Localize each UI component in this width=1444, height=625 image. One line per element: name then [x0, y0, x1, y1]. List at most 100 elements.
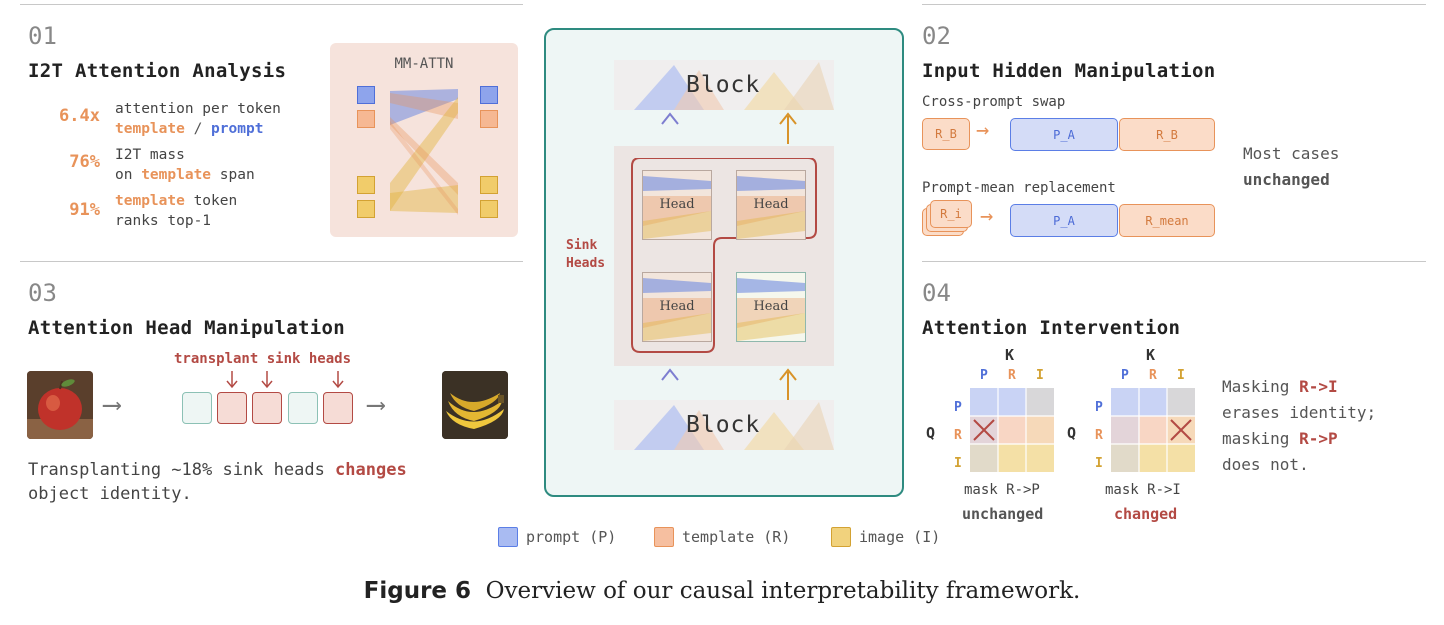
- bottom-block: Block: [614, 400, 834, 450]
- head-3-graphic: [643, 278, 711, 341]
- mid-rule-left: [20, 261, 523, 262]
- note-r-i: R->I: [1299, 377, 1338, 396]
- seq-head-sink-3: [323, 392, 353, 424]
- head-4-graphic: [737, 278, 805, 341]
- row1-source-rb: R_B: [922, 118, 970, 150]
- stat-desc-3: template token ranks top-1: [115, 191, 237, 231]
- stat-desc-1-line2: template / prompt: [115, 119, 281, 139]
- q-label-right: Q: [1067, 424, 1077, 442]
- attention-head-3: Head: [642, 272, 712, 342]
- banana-image: [442, 371, 508, 439]
- row2-label: Prompt-mean replacement: [922, 180, 1116, 196]
- figure-number: Figure 6: [363, 578, 472, 604]
- slash: /: [184, 121, 212, 137]
- q-label-left: Q: [926, 424, 936, 442]
- row-i-right: I: [1095, 456, 1103, 471]
- panel04-number: 04: [922, 279, 951, 307]
- desc-a: Transplanting ~18% sink heads: [28, 460, 336, 480]
- seq-head-sink-2: [252, 392, 282, 424]
- head-2-label: Head: [753, 197, 789, 212]
- apple-graphic: [27, 371, 93, 439]
- panel03-desc-1: Transplanting ~18% sink heads changes: [28, 460, 407, 480]
- panel03-title: Attention Head Manipulation: [28, 317, 345, 339]
- mid-rule-right: [922, 261, 1426, 262]
- note-masking-2: masking: [1222, 429, 1300, 448]
- banana-graphic: [442, 371, 508, 439]
- right-caption-2: changed: [1114, 505, 1178, 523]
- k-label-right: K: [1146, 346, 1156, 364]
- row1-rb-box: R_B: [1119, 118, 1215, 151]
- col-p-left: P: [980, 368, 988, 383]
- row-r-right: R: [1095, 428, 1103, 443]
- panel03-number: 03: [28, 279, 57, 307]
- stat-desc-1-line1: attention per token: [115, 101, 281, 117]
- on-word: on: [115, 167, 142, 183]
- row-p-right: P: [1095, 400, 1103, 415]
- template-word: template: [115, 193, 185, 209]
- col-i-right: I: [1177, 368, 1185, 383]
- attention-matrix-right: [1111, 388, 1195, 472]
- head-1-label: Head: [659, 197, 695, 212]
- top-rule-right: [922, 4, 1426, 5]
- top-block-label: Block: [686, 72, 761, 98]
- span-word: span: [211, 167, 255, 183]
- sink-label-2: Heads: [566, 256, 606, 271]
- apple-image: [27, 371, 93, 439]
- mm-attn-label: MM-ATTN: [394, 56, 454, 72]
- head-3-label: Head: [659, 299, 695, 314]
- sink-heads-outline: [631, 158, 817, 353]
- stat-desc-1: attention per token template / prompt: [115, 99, 281, 139]
- legend-template-swatch: [654, 527, 674, 547]
- head-2-graphic: [737, 176, 805, 239]
- sink-label-1: Sink: [566, 238, 598, 253]
- template-token-left: [357, 110, 375, 128]
- top-block: Block: [614, 60, 834, 110]
- note-line-1: Masking R->I: [1222, 374, 1376, 400]
- note-line-2: erases identity;: [1222, 403, 1377, 422]
- legend-image-label: image (I): [859, 528, 941, 546]
- result-line-1: Most cases: [1243, 144, 1340, 163]
- row2-source-ri: R_i: [930, 200, 972, 228]
- stat-value-3: 91%: [69, 200, 100, 220]
- arrow-seq-to-banana: ⟶: [368, 390, 384, 420]
- note-r-p: R->P: [1299, 429, 1338, 448]
- legend-prompt-swatch: [498, 527, 518, 547]
- panel01-number: 01: [28, 22, 57, 50]
- row-r-left: R: [954, 428, 962, 443]
- figure-caption-text: Overview of our causal interpretability …: [485, 578, 1081, 604]
- panel01-title: I2T Attention Analysis: [28, 60, 287, 82]
- mm-attn-diagram: MM-ATTN: [330, 43, 518, 237]
- attention-head-4: Head: [736, 272, 806, 342]
- head-4-label: Head: [753, 299, 789, 314]
- result-line-2: unchanged: [1243, 170, 1330, 189]
- token-word: token: [184, 193, 238, 209]
- row1-label: Cross-prompt swap: [922, 94, 1066, 110]
- legend-template-label: template (R): [682, 528, 791, 546]
- row-p-left: P: [954, 400, 962, 415]
- stat-desc-2-line1: I2T mass: [115, 147, 185, 163]
- template-word: template: [115, 121, 185, 137]
- transplant-label: transplant sink heads: [174, 351, 352, 367]
- row-i-left: I: [954, 456, 962, 471]
- seq-head-normal-1: [182, 392, 212, 424]
- attention-head-2: Head: [736, 170, 806, 240]
- k-label-left: K: [1005, 346, 1015, 364]
- arrow-apple-to-seq: ⟶: [104, 390, 120, 420]
- panel04-note: Masking R->I erases identity; masking R-…: [1222, 374, 1376, 478]
- col-p-right: P: [1121, 368, 1129, 383]
- row1-pa-box: P_A: [1010, 118, 1118, 151]
- bottom-block-label: Block: [686, 412, 761, 438]
- image-token-right-2: [480, 200, 498, 218]
- prompt-token-left: [357, 86, 375, 104]
- stat-desc-2-line2: on template span: [115, 165, 255, 185]
- note-masking: Masking: [1222, 377, 1300, 396]
- left-caption-1: mask R->P: [964, 482, 1040, 498]
- legend-prompt-label: prompt (P): [526, 528, 617, 546]
- legend-image-swatch: [831, 527, 851, 547]
- row2-pa-box: P_A: [1010, 204, 1118, 237]
- stat-desc-2: I2T mass on template span: [115, 145, 255, 185]
- attention-matrix-left: [970, 388, 1054, 472]
- row1-arrow: →: [976, 118, 990, 143]
- note-line-4: does not.: [1222, 455, 1309, 474]
- panel04-title: Attention Intervention: [922, 317, 1181, 339]
